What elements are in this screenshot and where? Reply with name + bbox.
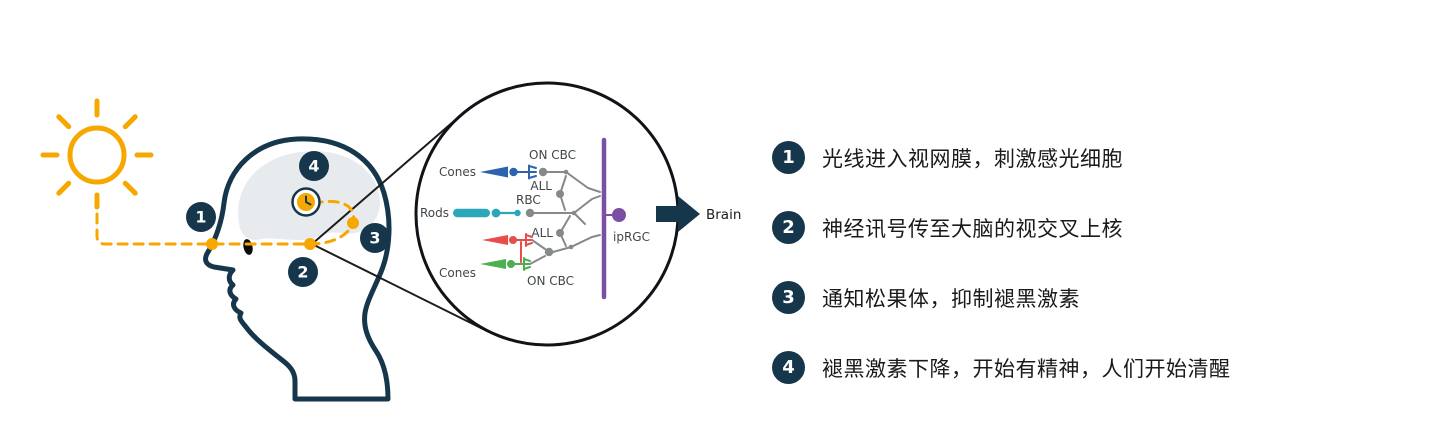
on-cbc-bottom-cell — [529, 234, 601, 265]
callout-line-top — [311, 114, 462, 245]
svg-text:3: 3 — [369, 229, 380, 248]
rbc-cell — [525, 195, 601, 225]
path-dot-eye — [206, 238, 218, 250]
all-bottom-label: ALL — [531, 226, 553, 240]
step-number-badge: 4 — [772, 351, 805, 384]
all-bottom-cell — [556, 215, 571, 247]
brain-arrow-icon — [656, 196, 700, 232]
diagram-badge-2: 2 — [288, 257, 318, 287]
step-text: 通知松果体，抑制褪黑激素 — [822, 286, 1080, 311]
retina-circuit: Cones ON CBC ALL Rods RBC — [420, 137, 650, 300]
callout-line-bottom — [311, 243, 490, 333]
on-cbc-top-label: ON CBC — [529, 148, 576, 162]
all-top-cell — [556, 175, 567, 211]
steps-list: 1 光线进入视网膜，刺激感光细胞 2 神经讯号传至大脑的视交叉上核 3 通知松果… — [772, 141, 1231, 421]
rods-label2: Rods — [420, 206, 449, 220]
diagram-badge-4: 4 — [299, 151, 329, 181]
sun-icon — [40, 98, 154, 210]
rbc-label: RBC — [516, 193, 541, 207]
on-cbc-top-cell — [538, 167, 601, 193]
step-row-3: 3 通知松果体，抑制褪黑激素 — [772, 281, 1231, 314]
step-number-badge: 2 — [772, 211, 805, 244]
step-row-1: 1 光线进入视网膜，刺激感光细胞 — [772, 141, 1231, 174]
iprgc-label: ipRGC — [613, 230, 650, 244]
diagram-badge-1: 1 — [186, 202, 216, 232]
svg-text:1: 1 — [195, 208, 206, 227]
all-top-label: ALL — [530, 179, 552, 193]
diagram-badge-3: 3 — [360, 223, 390, 253]
step-row-4: 4 褪黑激素下降，开始有精神，人们开始清醒 — [772, 351, 1231, 384]
cones-bottom-label: Cones — [439, 266, 476, 280]
path-dot-retina — [304, 238, 316, 250]
step-number-badge: 1 — [772, 141, 805, 174]
cones-top-label: Cones — [439, 165, 476, 179]
cone-cell-blue-icon — [480, 164, 537, 180]
clock-icon — [291, 187, 321, 217]
brain-label: Brain — [706, 207, 741, 223]
step-text: 神经讯号传至大脑的视交叉上核 — [822, 216, 1123, 241]
step-row-2: 2 神经讯号传至大脑的视交叉上核 — [772, 211, 1231, 244]
cone-cell-green-icon — [480, 257, 531, 271]
step-text: 光线进入视网膜，刺激感光细胞 — [822, 146, 1123, 171]
iprgc-cell — [601, 137, 626, 300]
light-path-dashed — [95, 212, 312, 246]
rod-cell-icon — [453, 208, 521, 218]
svg-text:4: 4 — [308, 157, 319, 176]
illustration-svg: Cones ON CBC ALL Rods RBC — [40, 81, 741, 402]
step-number-badge: 3 — [772, 281, 805, 314]
svg-text:2: 2 — [297, 263, 308, 282]
on-cbc-bottom-label: ON CBC — [527, 274, 574, 288]
path-dot-pineal — [347, 217, 359, 229]
step-text: 褪黑激素下降，开始有精神，人们开始清醒 — [822, 356, 1231, 381]
cone-cell-red-icon — [482, 233, 533, 263]
